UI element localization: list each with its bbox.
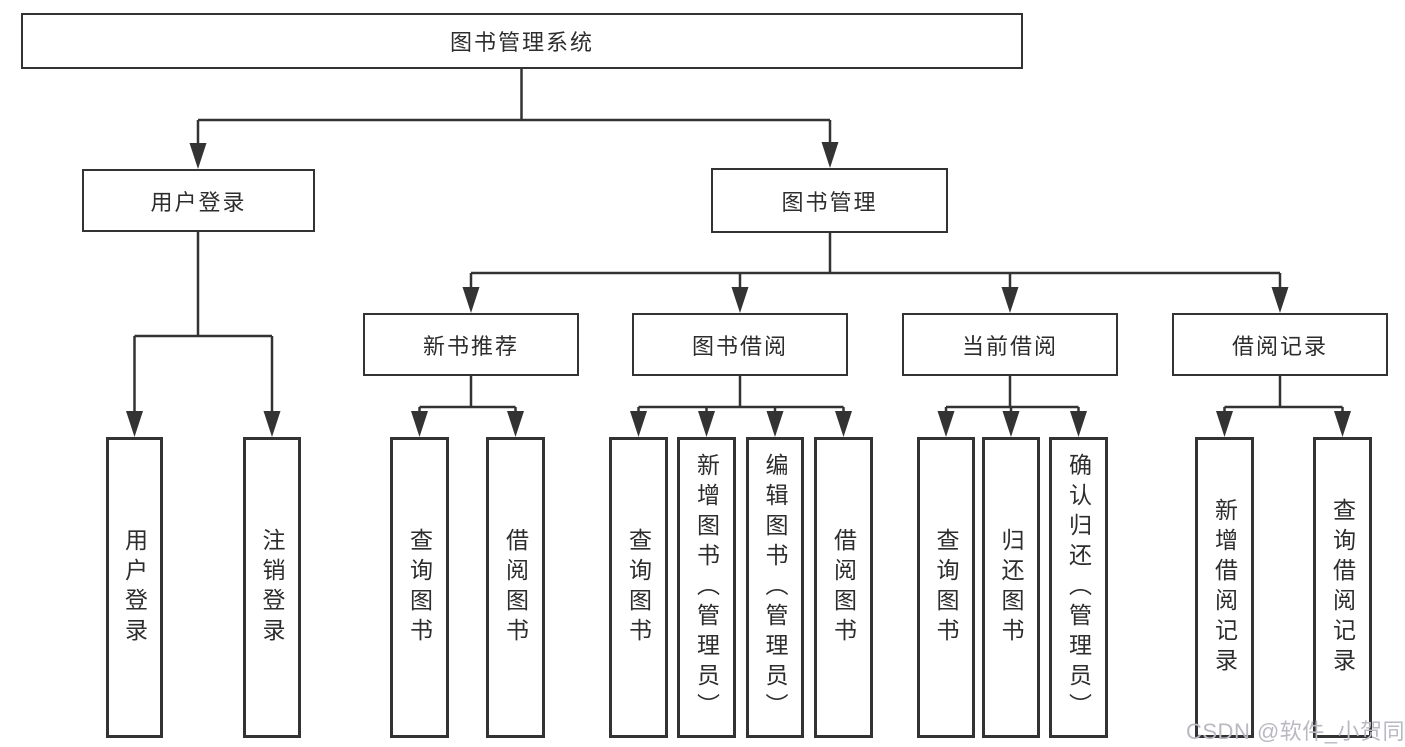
node-book-borrowing: 图书借阅 xyxy=(632,313,848,376)
arrowhead xyxy=(263,411,281,437)
leaf-current-return-books: 归还图书 xyxy=(982,437,1040,738)
arrowhead xyxy=(1070,411,1087,437)
node-library-management-system: 图书管理系统 xyxy=(21,13,1023,69)
leaf-borrow-borrow-books-label: 借阅图书 xyxy=(830,527,857,648)
connector-userlogin-to-leaves xyxy=(133,232,274,420)
leaf-current-return-books-label: 归还图书 xyxy=(998,527,1024,648)
leaf-records-query-record-label: 查询借阅记录 xyxy=(1329,497,1356,678)
node-book-management: 图书管理 xyxy=(711,168,948,233)
csdn-watermark: CSDN @软件_小贺同学 xyxy=(1186,719,1405,744)
arrowhead xyxy=(1002,411,1020,437)
arrowhead xyxy=(835,411,852,437)
arrowhead xyxy=(1001,287,1019,313)
leaf-borrow-query-books: 查询图书 xyxy=(609,437,668,738)
leaf-logout-label: 注销登录 xyxy=(259,527,285,648)
leaf-newrec-query-books: 查询图书 xyxy=(390,437,449,738)
leaf-user-login-label: 用户登录 xyxy=(121,527,148,648)
arrowhead xyxy=(411,411,428,437)
leaf-records-add-record-label: 新增借阅记录 xyxy=(1211,497,1238,678)
arrowhead xyxy=(189,143,207,169)
arrowhead xyxy=(126,411,143,437)
arrowheads xyxy=(126,142,1351,437)
leaf-borrow-query-books-label: 查询图书 xyxy=(625,527,652,648)
arrowhead xyxy=(462,287,480,313)
arrowhead xyxy=(1271,287,1289,313)
leaf-newrec-borrow-books: 借阅图书 xyxy=(486,437,545,738)
leaf-records-add-record: 新增借阅记录 xyxy=(1195,437,1254,738)
node-borrowing-records: 借阅记录 xyxy=(1172,313,1388,376)
arrowhead xyxy=(731,287,749,313)
leaf-borrow-add-books-admin-label: 新增图书（管理员） xyxy=(693,452,720,723)
leaf-borrow-edit-books-admin-label: 编辑图书（管理员） xyxy=(762,452,788,723)
leaf-user-login: 用户登录 xyxy=(106,437,163,738)
node-new-book-recommendation: 新书推荐 xyxy=(363,313,579,376)
arrowhead xyxy=(698,411,715,437)
connector-root-to-level2 xyxy=(196,66,832,150)
connector-newbook-to-leaves xyxy=(418,376,517,420)
arrowhead xyxy=(630,411,647,437)
leaf-newrec-borrow-books-label: 借阅图书 xyxy=(502,527,529,648)
leaf-records-query-record: 查询借阅记录 xyxy=(1313,437,1372,738)
arrowhead xyxy=(1334,411,1351,437)
leaf-current-query-books-label: 查询图书 xyxy=(933,527,959,648)
leaf-borrow-add-books-admin: 新增图书（管理员） xyxy=(677,437,736,738)
connector-borrowrecords-to-leaves xyxy=(1223,376,1344,420)
leaf-current-query-books: 查询图书 xyxy=(917,437,975,738)
leaf-logout: 注销登录 xyxy=(243,437,301,738)
connector-bookmgmt-to-level3 xyxy=(469,233,1282,295)
leaf-borrow-borrow-books: 借阅图书 xyxy=(814,437,873,738)
leaf-borrow-edit-books-admin: 编辑图书（管理员） xyxy=(746,437,804,738)
leaf-current-confirm-return-admin: 确认归还（管理员） xyxy=(1049,437,1108,738)
connector-bookborrow-to-leaves xyxy=(637,376,845,420)
arrowhead xyxy=(1216,411,1233,437)
node-current-borrowing: 当前借阅 xyxy=(902,313,1118,376)
leaf-newrec-query-books-label: 查询图书 xyxy=(406,527,433,648)
arrowhead xyxy=(937,411,955,437)
arrowhead xyxy=(766,411,784,437)
node-user-login: 用户登录 xyxy=(82,169,315,232)
arrowhead xyxy=(821,142,839,168)
leaf-current-confirm-return-admin-label: 确认归还（管理员） xyxy=(1065,452,1092,723)
arrowhead xyxy=(507,411,524,437)
